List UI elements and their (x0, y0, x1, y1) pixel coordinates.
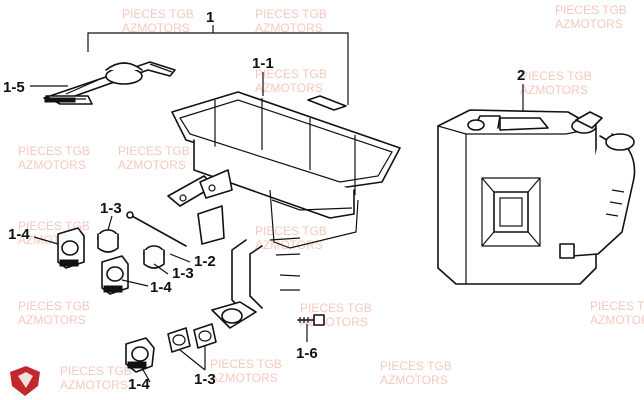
svg-text:PIECES TGB: PIECES TGB (590, 299, 644, 313)
group-1-bracket (87, 25, 349, 105)
svg-text:AZMOTORS: AZMOTORS (118, 158, 186, 172)
svg-text:PIECES TGB: PIECES TGB (18, 299, 90, 313)
svg-text:PIECES TGB: PIECES TGB (300, 301, 372, 315)
leader-lines (30, 72, 524, 383)
svg-text:PIECES TGB: PIECES TGB (118, 144, 190, 158)
svg-text:PIECES TGB: PIECES TGB (60, 364, 132, 378)
collar-lower-part (167, 323, 217, 353)
callout-1-3-lower: 1-3 (194, 371, 216, 388)
callout-2: 2 (517, 67, 525, 84)
svg-text:PIECES TGB: PIECES TGB (520, 69, 592, 83)
jerry-can-part (437, 109, 636, 285)
callout-1-4-left: 1-4 (8, 226, 30, 243)
svg-text:PIECES TGB: PIECES TGB (255, 67, 327, 81)
svg-text:AZMOTORS: AZMOTORS (60, 378, 128, 392)
svg-text:PIECES TGB: PIECES TGB (555, 3, 627, 17)
collar-upper-part (97, 229, 165, 269)
svg-text:PIECES TGB: PIECES TGB (210, 357, 282, 371)
bolt-part (297, 314, 325, 326)
svg-text:AZMOTORS: AZMOTORS (255, 21, 323, 35)
svg-text:AZMOTORS: AZMOTORS (255, 81, 323, 95)
svg-text:AZMOTORS: AZMOTORS (590, 313, 644, 327)
svg-text:PIECES TGB: PIECES TGB (122, 7, 194, 21)
callout-1-6: 1-6 (296, 345, 318, 362)
svg-text:AZMOTORS: AZMOTORS (520, 83, 588, 97)
svg-text:AZMOTORS: AZMOTORS (300, 315, 368, 329)
callout-1-3-middle: 1-3 (172, 265, 194, 282)
clamp-middle-part (101, 255, 129, 295)
svg-text:AZMOTORS: AZMOTORS (122, 21, 190, 35)
callout-labels: 1 1-1 1-5 2 1-4 1-3 1-2 1-3 1-4 1-6 1-4 … (3, 9, 525, 393)
svg-text:PIECES TGB: PIECES TGB (255, 7, 327, 21)
svg-text:PIECES TGB: PIECES TGB (380, 359, 452, 373)
callout-1-3-upper: 1-3 (100, 200, 122, 217)
svg-text:AZMOTORS: AZMOTORS (255, 238, 323, 252)
callout-1-4-middle: 1-4 (150, 279, 172, 296)
rack-basket-part (167, 91, 401, 329)
pin-part (126, 211, 187, 247)
logo-shield-icon (10, 366, 40, 396)
svg-text:PIECES TGB: PIECES TGB (18, 144, 90, 158)
svg-text:AZMOTORS: AZMOTORS (555, 17, 623, 31)
callout-1-1: 1-1 (252, 55, 274, 72)
strap-part (43, 61, 176, 105)
callout-1: 1 (206, 9, 214, 26)
clamp-lower-part (125, 337, 155, 373)
svg-text:PIECES TGB: PIECES TGB (255, 224, 327, 238)
svg-text:AZMOTORS: AZMOTORS (18, 313, 86, 327)
callout-1-5: 1-5 (3, 79, 25, 96)
svg-text:AZMOTORS: AZMOTORS (18, 158, 86, 172)
callout-1-2: 1-2 (194, 253, 216, 270)
clamp-left-part (57, 227, 85, 269)
svg-text:AZMOTORS: AZMOTORS (380, 373, 448, 387)
callout-1-4-lower: 1-4 (128, 376, 150, 393)
svg-text:AZMOTORS: AZMOTORS (210, 371, 278, 385)
